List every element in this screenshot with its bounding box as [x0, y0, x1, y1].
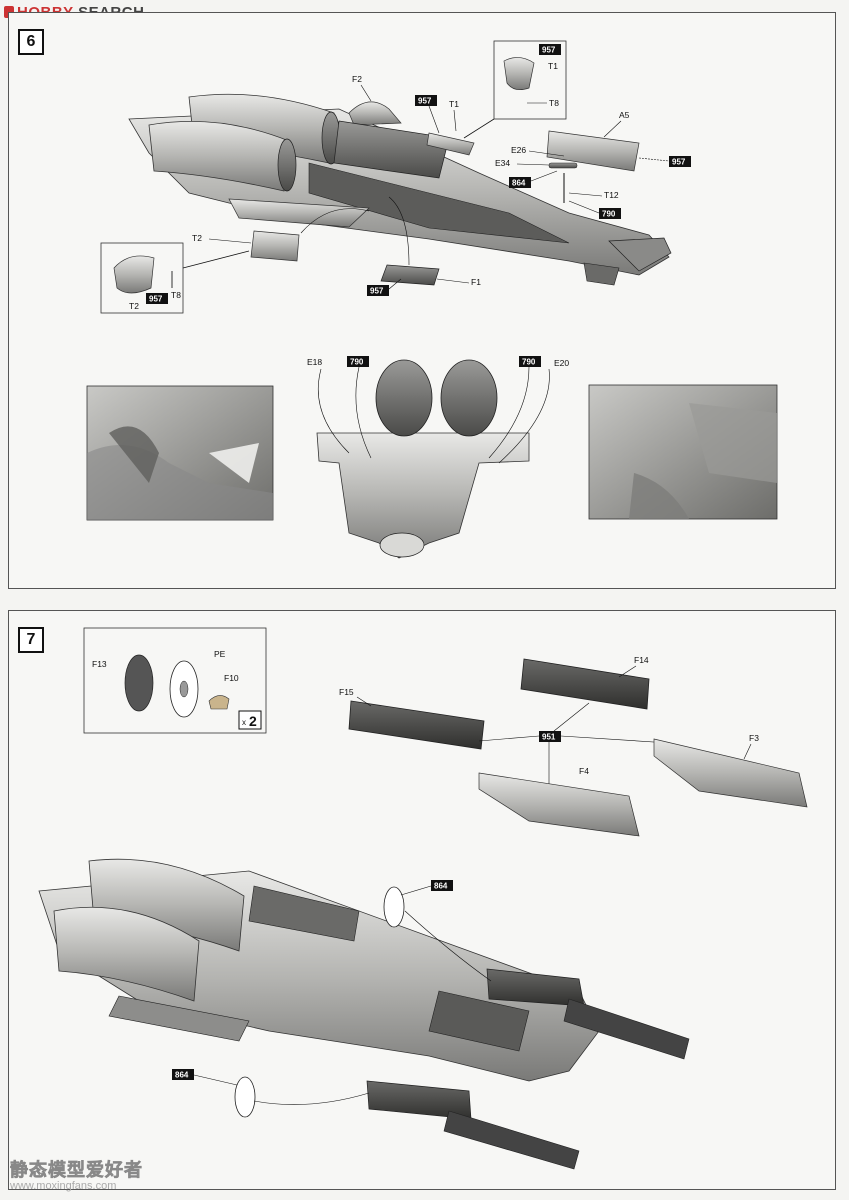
part-a5: A5 957 — [546, 110, 691, 172]
svg-text:790: 790 — [350, 358, 364, 367]
watermark-url: www.moxingfans.com — [10, 1180, 117, 1192]
svg-text:F3: F3 — [749, 733, 759, 743]
detail-box-t2-t8: T2 957 T8 — [100, 242, 250, 314]
svg-text:951: 951 — [542, 733, 556, 742]
svg-text:F15: F15 — [339, 687, 354, 697]
step-6-number: 6 — [18, 29, 44, 55]
svg-text:957: 957 — [370, 287, 384, 296]
svg-text:E18: E18 — [307, 357, 322, 367]
label-f2: F2 — [352, 74, 362, 84]
svg-text:864: 864 — [175, 1071, 189, 1080]
step-7-number: 7 — [18, 627, 44, 653]
paint-tag-957-a: 957 — [415, 95, 440, 134]
watermark-cn-text: 静态模型爱好者 — [10, 1160, 143, 1181]
svg-text:790: 790 — [522, 358, 536, 367]
label-t1: T1 — [449, 99, 459, 109]
svg-text:957: 957 — [542, 46, 556, 55]
svg-text:F1: F1 — [471, 277, 481, 287]
label-a5: A5 — [619, 110, 630, 120]
intake-assembly-right: 864 — [383, 880, 690, 1060]
svg-text:E34: E34 — [495, 158, 510, 168]
svg-text:T2: T2 — [192, 233, 202, 243]
assembly-step-7-panel: 7 F13 PE F10 x 2 F15 — [8, 610, 836, 1190]
detail-box-t1-t8: 957 T1 T8 — [463, 40, 567, 139]
paint-tag-864: 864 — [509, 170, 558, 188]
label-t8-detail: T8 — [549, 98, 559, 108]
assembly-step-6-panel: 6 F2 — [8, 12, 836, 589]
svg-text:T8: T8 — [171, 290, 181, 300]
part-f1: F1 957 — [367, 196, 481, 296]
svg-text:F4: F4 — [579, 766, 589, 776]
part-e34: E34 — [495, 158, 578, 169]
part-t1: T1 — [426, 99, 475, 156]
part-f14: F14 — [520, 655, 650, 710]
svg-text:F10: F10 — [224, 673, 239, 683]
part-f4: F4 — [478, 766, 640, 837]
fuselage-underside-view: E18 790 790 E20 — [307, 356, 569, 559]
step-7-illustration: F13 PE F10 x 2 F15 F14 951 F4 — [38, 627, 808, 1170]
svg-text:864: 864 — [434, 882, 448, 891]
part-f15: F15 — [339, 687, 485, 750]
moxingfans-watermark: 静态模型爱好者 www.moxingfans.com — [10, 1156, 143, 1192]
svg-text:F14: F14 — [634, 655, 649, 665]
part-e26: E26 — [511, 145, 565, 157]
part-t12: T12 790 — [563, 173, 621, 219]
svg-text:F13: F13 — [92, 659, 107, 669]
label-t1-detail: T1 — [548, 61, 558, 71]
part-t2: T2 — [192, 208, 370, 262]
intake-assembly-left: 864 — [172, 1069, 580, 1170]
svg-text:T2: T2 — [129, 301, 139, 311]
svg-text:957: 957 — [672, 158, 686, 167]
svg-text:E26: E26 — [511, 145, 526, 155]
svg-text:T12: T12 — [604, 190, 619, 200]
part-f2: F2 — [348, 74, 402, 126]
step-6-illustration: F2 T1 957 957 T1 T8 — [86, 40, 778, 559]
svg-text:864: 864 — [512, 179, 526, 188]
svg-text:957: 957 — [418, 97, 432, 106]
svg-text:790: 790 — [602, 210, 616, 219]
svg-text:E20: E20 — [554, 358, 569, 368]
svg-text:957: 957 — [149, 295, 163, 304]
fuselage-with-intakes — [38, 858, 600, 1082]
part-f3: F3 — [653, 733, 808, 808]
fuselage-upper-assembly — [128, 93, 672, 286]
svg-text:PE: PE — [214, 649, 226, 659]
svg-text:2: 2 — [249, 713, 257, 729]
svg-text:x: x — [242, 718, 246, 727]
detail-box-fan-f13-pe-f10: F13 PE F10 x 2 — [83, 627, 267, 734]
part-canopy-deck — [333, 120, 450, 179]
